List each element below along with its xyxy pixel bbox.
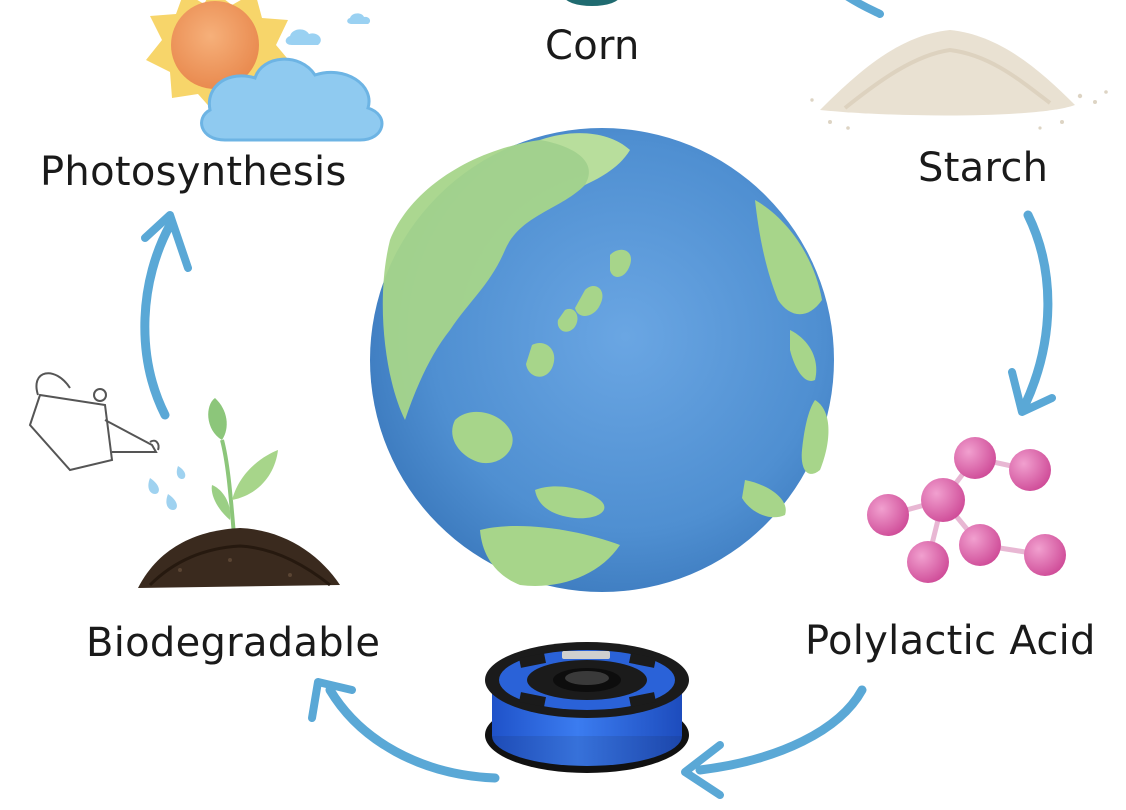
cycle-arrow-icon: [681, 741, 724, 799]
cycle-arrow-icon: [695, 685, 867, 775]
corn-icon: [566, 0, 618, 6]
filament-spool-icon: [485, 642, 689, 773]
earth-globe-icon: [370, 128, 834, 592]
cycle-arrow-icon: [1020, 210, 1053, 410]
cycle-arrow-icon: [140, 220, 175, 420]
cycle-arrow-icon: [141, 211, 192, 272]
stage-label-polylactic-acid: Polylactic Acid: [805, 618, 1096, 664]
starch-pile-icon: [810, 30, 1108, 130]
sun-cloud-icon: [146, 0, 384, 142]
cycle-arrow-icon: [1008, 368, 1056, 416]
water-drops-icon: [148, 466, 186, 510]
watering-can-icon: [28, 372, 160, 472]
molecule-icon: [867, 437, 1066, 583]
cycle-arrow-icon: [308, 678, 356, 722]
stage-label-starch: Starch: [918, 145, 1049, 191]
stage-label-photosynthesis: Photosynthesis: [40, 149, 347, 195]
stage-label-biodegradable: Biodegradable: [86, 620, 381, 666]
stage-label-corn: Corn: [545, 23, 640, 69]
cycle-arrow-icon: [845, 0, 884, 18]
sprout-soil-icon: [138, 398, 340, 588]
cycle-arrow-icon: [325, 685, 500, 783]
